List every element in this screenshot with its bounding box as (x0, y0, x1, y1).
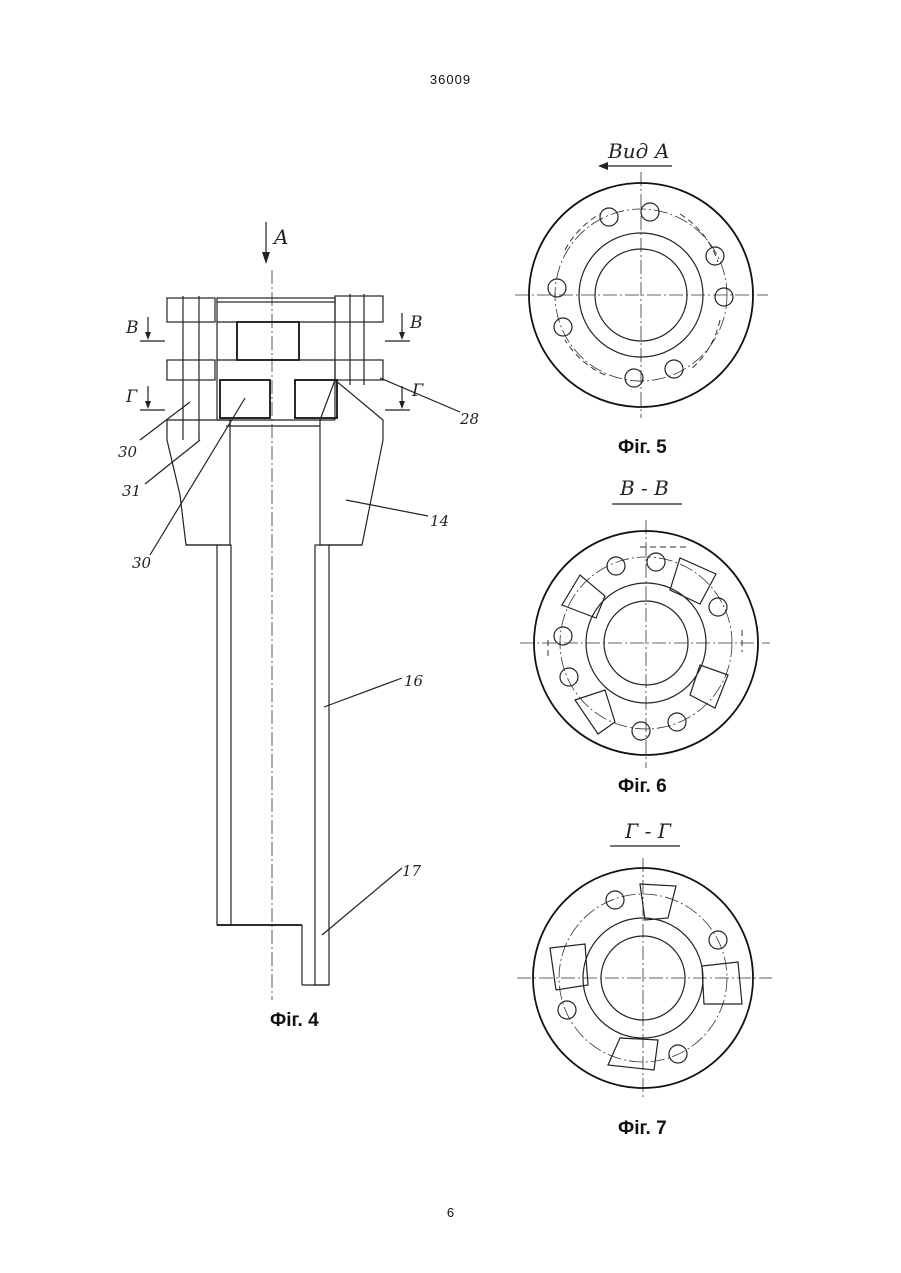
fig7-title: Г - Г (624, 819, 672, 843)
page-footer-number: 6 (0, 1205, 901, 1220)
fig4-lower-window-right (295, 380, 337, 418)
fig4-tube-right-wall (315, 545, 329, 985)
fig4-leader-28: 28 (459, 410, 479, 428)
fig4-leader-30a: 30 (118, 443, 138, 461)
fig4-view-arrow-label: A (272, 225, 288, 249)
fig4-section-g-left: Г (125, 387, 138, 407)
fig4-upper-window (237, 322, 299, 360)
fig4-right-lower-flange (335, 360, 383, 380)
fig4-right-upper-flange (335, 296, 383, 322)
fig5-caption: Фіг. 5 (618, 437, 667, 459)
fig4-leader-14: 14 (430, 512, 449, 530)
fig4-section-b-left: B (125, 318, 139, 338)
fig5-title: Вид А (607, 139, 670, 163)
fig4-left-upper-flange (167, 298, 215, 322)
fig6-caption: Фіг. 6 (618, 776, 667, 798)
fig7-drawing: Г - Г (517, 819, 772, 1100)
fig4-body-right (320, 380, 383, 545)
fig4-section-g-right: Г (411, 381, 424, 401)
fig4-leader-31: 31 (122, 482, 141, 500)
fig4-leader-17: 17 (402, 862, 422, 880)
fig4-leader-30b: 30 (132, 554, 152, 572)
fig4-leader-16: 16 (404, 672, 424, 690)
fig5-drawing: Вид А (515, 139, 768, 418)
fig4-section-b-right: B (409, 313, 423, 333)
fig6-drawing: B - B (520, 476, 770, 768)
fig4-left-lower-flange (167, 360, 215, 380)
fig7-caption: Фіг. 7 (618, 1118, 667, 1140)
fig4-caption: Фіг. 4 (270, 1010, 319, 1032)
fig6-title: B - B (619, 476, 669, 500)
fig4-tube-left-wall (217, 545, 231, 925)
fig4-drawing: A B (118, 222, 479, 1000)
